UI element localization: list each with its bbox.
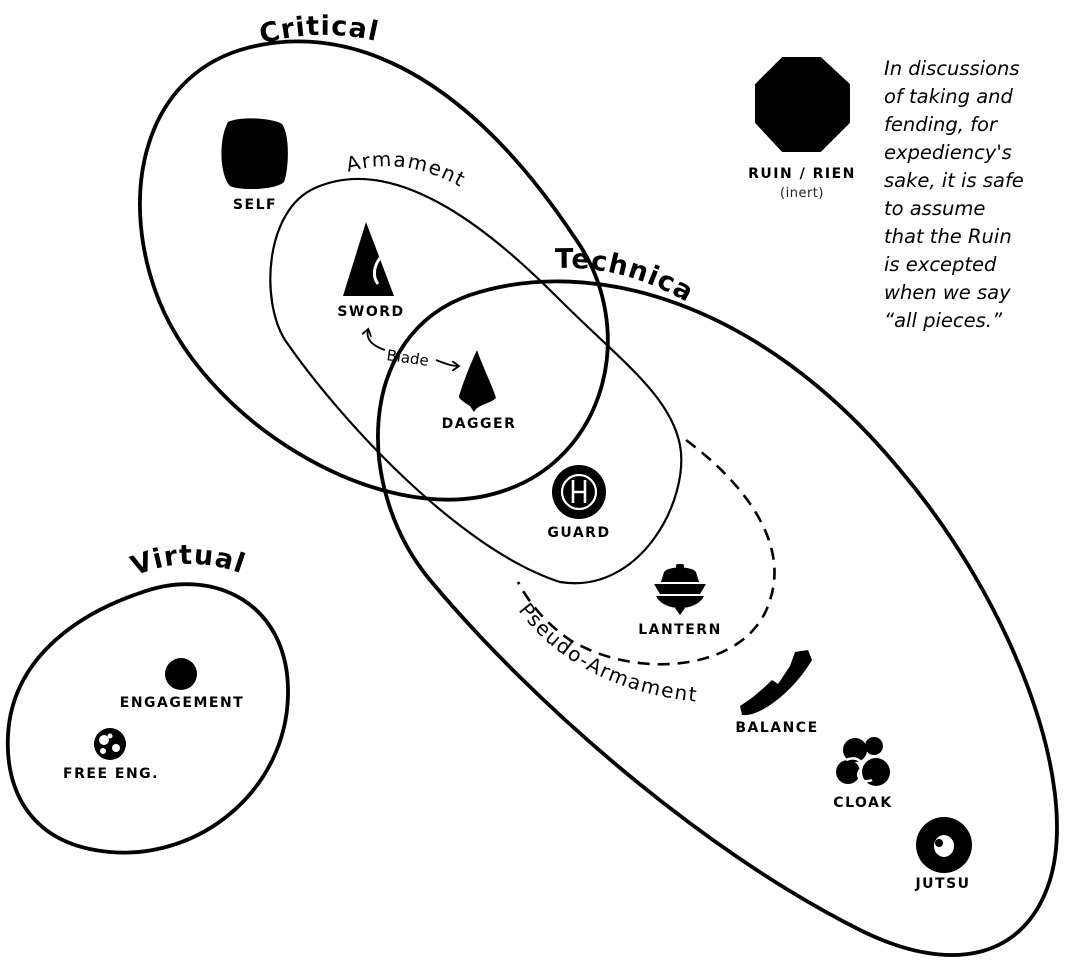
- note-line: In discussions: [884, 57, 1020, 80]
- piece-label-engagement: ENGAGEMENT: [120, 695, 244, 711]
- blade-arrow-left: [368, 330, 386, 351]
- piece-dagger: DAGGER: [442, 350, 517, 432]
- blade-arrow-right: [435, 359, 458, 366]
- note-line: of taking and: [884, 85, 1013, 108]
- piece-engagement: ENGAGEMENT: [120, 658, 244, 711]
- armament-set-boundary: [269, 177, 683, 585]
- dot-icon: [165, 658, 197, 690]
- technical-set-boundary: [376, 279, 1059, 957]
- piece-free-engagement: FREE ENG.: [63, 728, 159, 782]
- note-line: that the Ruin: [884, 225, 1012, 248]
- piece-lantern: LANTERN: [638, 564, 722, 638]
- octagon-icon: [755, 57, 850, 152]
- piece-label-ruin: RUIN / RIEN: [748, 166, 856, 182]
- cloak-icon: [836, 737, 890, 786]
- piece-jutsu: JUTSU: [914, 817, 972, 892]
- critical-set-title: Critical: [256, 11, 382, 51]
- piece-label-guard: GUARD: [547, 525, 610, 541]
- note-line: “all pieces.”: [884, 309, 1003, 332]
- piece-balance: BALANCE: [735, 650, 818, 736]
- piece-sword: SWORD: [337, 222, 404, 320]
- rounded-square-icon: [221, 118, 288, 190]
- piece-self: SELF: [221, 118, 288, 213]
- lantern-icon: [654, 564, 706, 615]
- piece-label-cloak: CLOAK: [833, 795, 892, 811]
- armament-set-title: Armament: [344, 147, 471, 192]
- note-line: fending, for: [884, 113, 997, 136]
- piece-label-lantern: LANTERN: [638, 622, 722, 638]
- piece-label-free-engagement: FREE ENG.: [63, 766, 159, 782]
- virtual-set-boundary: [5, 582, 290, 855]
- note-line: sake, it is safe: [884, 169, 1024, 192]
- piece-label-sword: SWORD: [337, 304, 404, 320]
- ruin-exception-note: In discussions of taking and fending, fo…: [884, 55, 1054, 335]
- piece-label-self: SELF: [233, 197, 277, 213]
- critical-set-boundary: [138, 39, 610, 502]
- note-line: when we say: [884, 281, 1011, 304]
- piece-guard: GUARD: [547, 465, 610, 541]
- textured-dot-icon: [94, 728, 126, 760]
- piece-note-ruin: (inert): [780, 186, 824, 201]
- note-line: is excepted: [884, 253, 997, 276]
- dagger-icon: [458, 350, 496, 412]
- piece-label-dagger: DAGGER: [442, 416, 517, 432]
- note-line: expediency's: [884, 141, 1012, 164]
- piece-label-jutsu: JUTSU: [914, 876, 970, 892]
- piece-label-balance: BALANCE: [735, 720, 818, 736]
- blade-relation-label: Blade: [385, 346, 429, 370]
- pseudo-armament-set-title: Pseudo-Armament: [514, 598, 699, 706]
- sword-icon: [343, 222, 394, 296]
- virtual-set-title: Virtual: [127, 540, 250, 582]
- piece-cloak: CLOAK: [833, 737, 892, 811]
- pseudo-armament-set-boundary: [516, 438, 776, 666]
- balance-icon: [740, 650, 812, 716]
- piece-ruin: RUIN / RIEN (inert): [748, 57, 856, 201]
- note-line: to assume: [884, 197, 986, 220]
